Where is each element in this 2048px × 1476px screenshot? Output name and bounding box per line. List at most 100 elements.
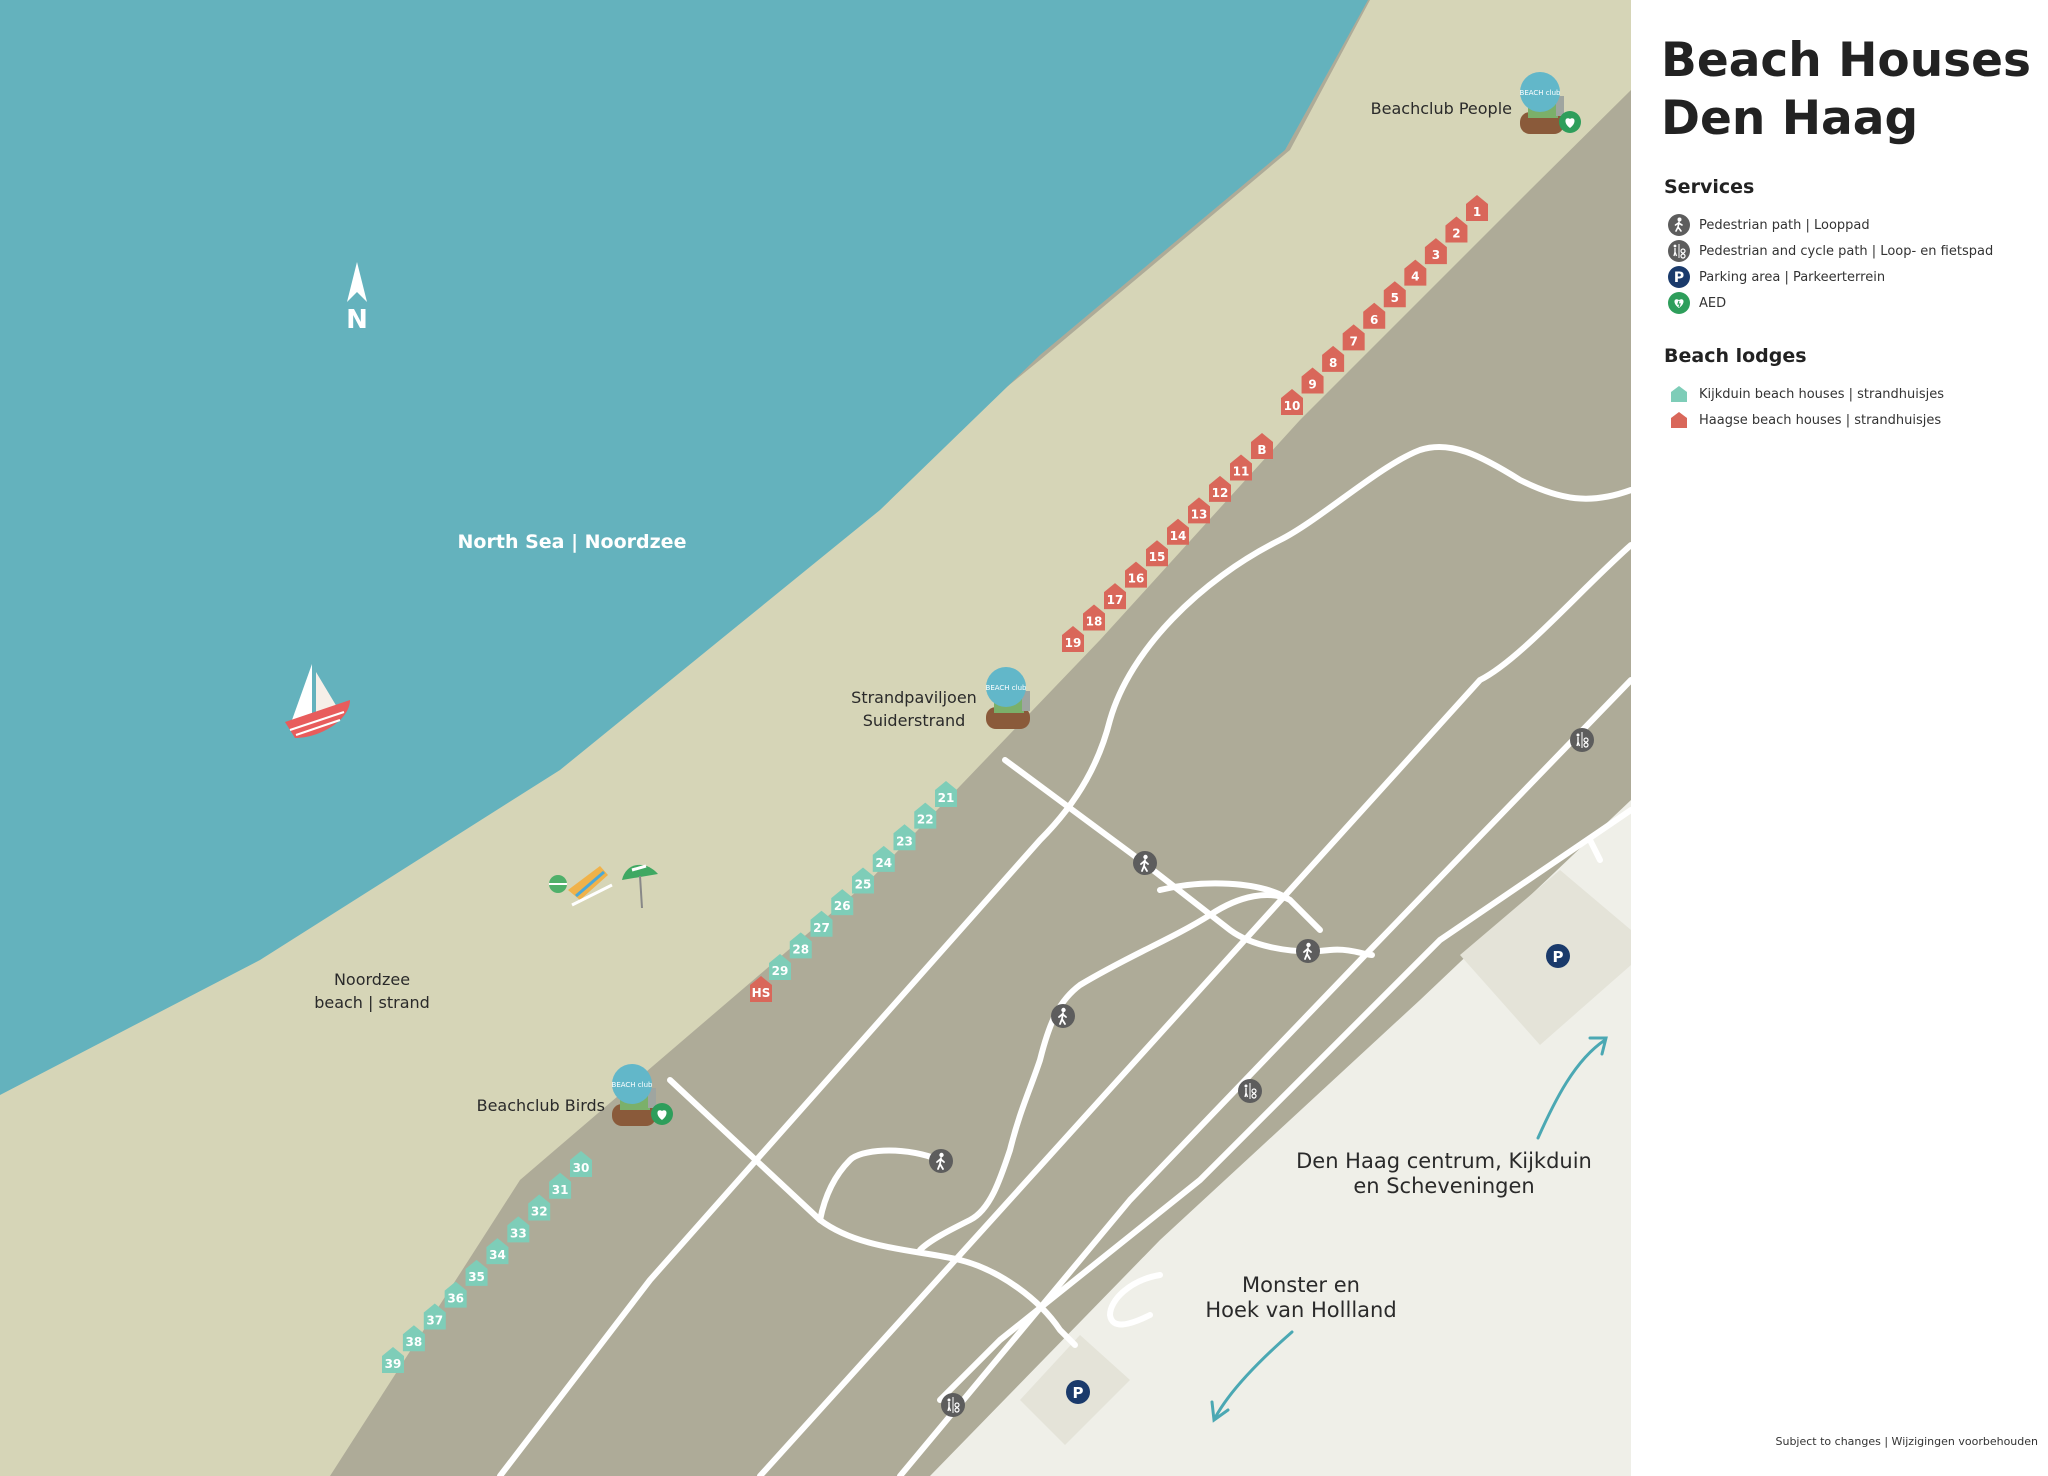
parking-glyph: P [1073, 1384, 1084, 1402]
path-inner-loop [917, 892, 1293, 1253]
lodge-number: 8 [1329, 356, 1337, 370]
red-house-17: 17 [1104, 583, 1126, 610]
legend-item-pedestrian: Pedestrian path | Looppad [1667, 212, 1993, 238]
beach-club-badge-icon [1520, 72, 1560, 112]
lodge-shape [1445, 216, 1468, 243]
lodge-number: 17 [1107, 593, 1124, 607]
aed-icon [651, 1103, 673, 1125]
lodge-shape [1146, 540, 1168, 567]
lodge-shape [831, 889, 854, 916]
lodge-shape [750, 976, 772, 1002]
lodge-number: 15 [1149, 550, 1166, 564]
north-arrow-icon [347, 262, 367, 302]
path-junction [1157, 880, 1323, 933]
lodge-number: 11 [1233, 464, 1250, 478]
lodge-shape [810, 910, 833, 937]
arrow-north [1536, 1038, 1607, 1140]
lodge-number: 14 [1170, 529, 1187, 543]
parking-glyph: P [1674, 270, 1684, 286]
arrow-south-head [1210, 1400, 1230, 1423]
direction-north-line1: Den Haag centrum, Kijkduin [1296, 1149, 1592, 1173]
red-house-19: 19 [1062, 626, 1084, 652]
beach-club-2: BEACH club [612, 1064, 673, 1126]
club-tower [1022, 691, 1030, 711]
arrow-south [1213, 1330, 1294, 1420]
lodge-number: 31 [552, 1183, 569, 1197]
lodge-number: 19 [1065, 636, 1082, 650]
red-house-2: 2 [1445, 216, 1468, 243]
teal-house-23: 23 [893, 824, 916, 851]
lodge-shape [1322, 345, 1345, 372]
lodge-number: 12 [1212, 486, 1229, 500]
beach-label-line2: beach | strand [314, 993, 430, 1012]
lodge-number: B [1257, 443, 1266, 457]
legend-panel: Beach Houses Den Haag Services Pedestria… [1631, 0, 2048, 1476]
red-house-12: 12 [1209, 475, 1231, 502]
teal-house-39: 39 [382, 1347, 404, 1373]
lodge-shape [549, 1172, 572, 1199]
direction-south-line2: Hoek van Hollland [1205, 1298, 1396, 1322]
red-house-16: 16 [1125, 561, 1147, 588]
pedestrian-cycle-icon [1238, 1079, 1262, 1103]
lodge-shape [1466, 195, 1488, 221]
lodge-number: 18 [1086, 615, 1103, 629]
beach-club-0: BEACH club [1520, 72, 1581, 134]
lodge-number: 27 [813, 921, 830, 935]
lodge-number: 13 [1191, 507, 1208, 521]
beach-sand [0, 0, 1631, 1476]
red-house-3: 3 [1424, 238, 1447, 265]
sea-area [0, 0, 1368, 1095]
lodge-shape [382, 1347, 404, 1373]
poster-title-line1: Beach Houses [1661, 33, 2032, 88]
lodge-shape [486, 1238, 509, 1265]
pedestrian-cycle-icon [1667, 239, 1691, 263]
teal-house-28: 28 [789, 932, 812, 959]
pedestrian-cycle-icon [941, 1393, 965, 1417]
path-west-loop [817, 1147, 943, 1223]
lodge-number: 4 [1411, 270, 1419, 284]
teal-house-22: 22 [914, 802, 937, 829]
road-main-west [497, 443, 1631, 1476]
teal-house-30: 30 [570, 1151, 592, 1177]
lodge-shape [1342, 324, 1365, 351]
red-house-5: 5 [1383, 281, 1406, 308]
teal-house-27: 27 [810, 910, 833, 937]
red-house-8: 8 [1322, 345, 1345, 372]
legend-label: AED [1699, 295, 1727, 311]
teal-lodge-icon [1667, 382, 1691, 406]
lodge-number: 38 [406, 1335, 423, 1349]
lodge-number: 7 [1349, 334, 1357, 348]
legend-item-parking: P Parking area | Parkeerterrein [1667, 264, 1993, 290]
teal-house-24: 24 [872, 845, 895, 872]
lodge-shape [914, 802, 937, 829]
red-house-hs: HS [750, 976, 772, 1002]
red-house-6: 6 [1363, 302, 1386, 329]
red-house-9: 9 [1301, 367, 1324, 394]
legend-item-pedestrian-cycle: Pedestrian and cycle path | Loop- en fie… [1667, 238, 1993, 264]
compass-label: N [346, 305, 368, 335]
lodge-number: 5 [1391, 291, 1399, 305]
lodge-shape [1363, 302, 1386, 329]
lodge-number: 35 [468, 1270, 485, 1284]
teal-house-31: 31 [549, 1172, 572, 1199]
footnote: Subject to changes | Wijzigingen voorbeh… [1775, 1435, 2038, 1448]
lodge-shape [1125, 561, 1147, 588]
legend-label: Pedestrian path | Looppad [1699, 217, 1870, 233]
lodge-shape [1404, 259, 1427, 286]
parking-lot-north [1460, 870, 1631, 1045]
direction-north-line2: en Scheveningen [1353, 1174, 1534, 1198]
club-sign: BEACH club [1520, 89, 1561, 97]
lodge-number: 30 [573, 1161, 590, 1175]
teal-house-38: 38 [402, 1325, 425, 1352]
parking-icon: P [1066, 1380, 1090, 1404]
red-house-18: 18 [1083, 604, 1105, 631]
pedestrian-icon [1667, 213, 1691, 237]
lodge-number: 9 [1308, 377, 1316, 391]
lodge-number: 29 [772, 964, 789, 978]
club-suiderstrand-label-line2: Suiderstrand [863, 711, 966, 730]
lodge-number: 2 [1452, 227, 1460, 241]
lodge-shape [1062, 626, 1084, 652]
beach-map: N North Sea [0, 0, 1631, 1476]
lodge-shape [1424, 238, 1447, 265]
legend-item-kijkduin: Kijkduin beach houses | strandhuisjes [1667, 381, 1944, 407]
